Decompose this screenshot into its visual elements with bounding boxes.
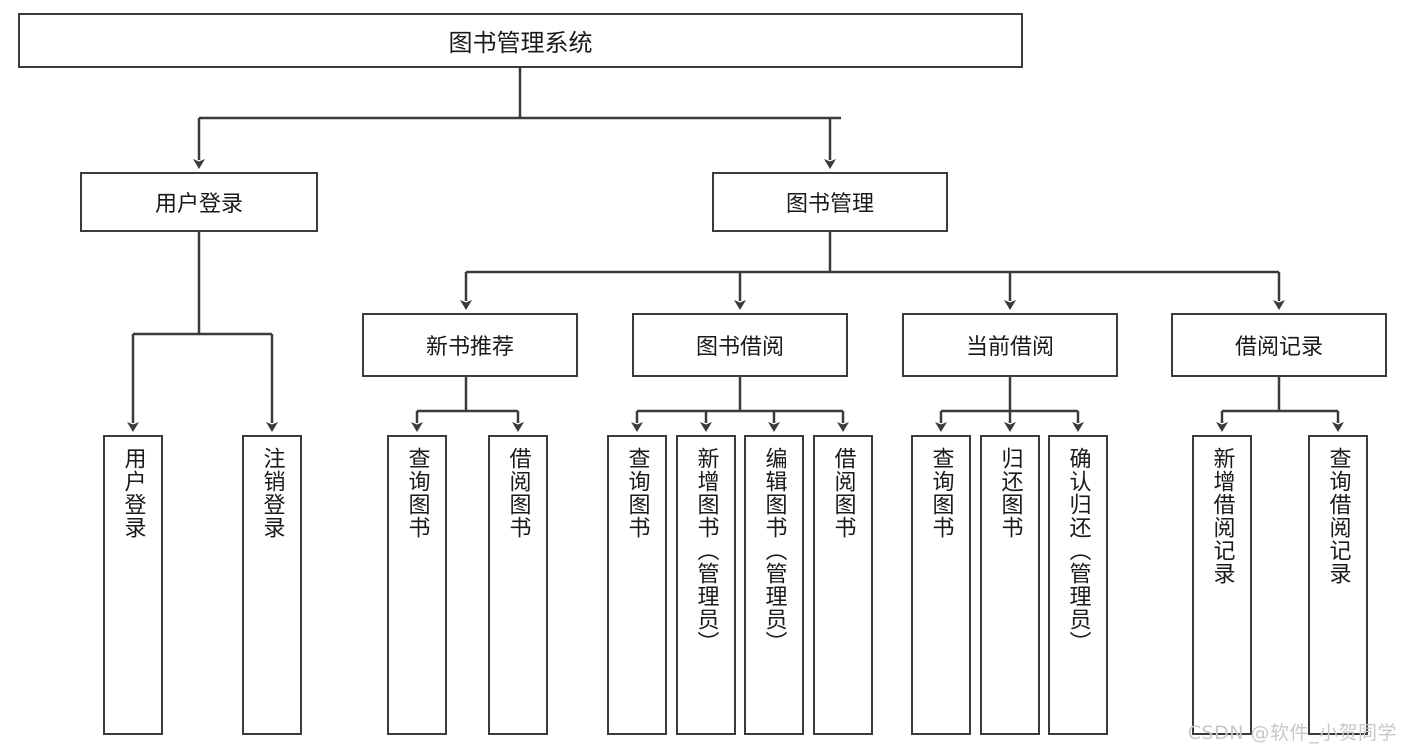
leaf-borrow-books[interactable]: 借阅图书: [813, 435, 873, 735]
leaf-logout[interactable]: 注销登录: [242, 435, 302, 735]
leaf-user-login-label: 用户登录: [120, 447, 146, 539]
leaf-query-books-borrow-label: 查询图书: [624, 447, 650, 539]
leaf-borrow-books-label: 借阅图书: [830, 447, 856, 539]
leaf-query-books-current-label: 查询图书: [928, 447, 954, 539]
node-book-management-label: 图书管理: [785, 192, 874, 217]
leaf-add-book-admin[interactable]: 新增图书（管理员）: [676, 435, 736, 735]
leaf-logout-label: 注销登录: [259, 447, 285, 539]
node-borrow-records-label: 借阅记录: [1234, 335, 1323, 360]
leaf-borrow-books-new-label: 借阅图书: [505, 447, 531, 539]
leaf-return-books[interactable]: 归还图书: [980, 435, 1040, 735]
leaf-confirm-return-admin[interactable]: 确认归还（管理员）: [1048, 435, 1108, 735]
node-user-login-label: 用户登录: [154, 192, 243, 217]
leaf-query-books-borrow[interactable]: 查询图书: [607, 435, 667, 735]
node-new-book-recommend-label: 新书推荐: [425, 335, 514, 360]
leaf-query-borrow-record[interactable]: 查询借阅记录: [1308, 435, 1368, 735]
leaf-add-book-admin-label: 新增图书（管理员）: [693, 447, 719, 654]
leaf-edit-book-admin[interactable]: 编辑图书（管理员）: [744, 435, 804, 735]
node-new-book-recommend[interactable]: 新书推荐: [362, 313, 578, 377]
node-current-borrow-label: 当前借阅: [965, 335, 1054, 360]
node-user-login[interactable]: 用户登录: [80, 172, 318, 232]
leaf-add-borrow-record[interactable]: 新增借阅记录: [1192, 435, 1252, 735]
node-root[interactable]: 图书管理系统: [18, 13, 1023, 68]
leaf-return-books-label: 归还图书: [997, 447, 1023, 539]
leaf-query-books-new-label: 查询图书: [404, 447, 430, 539]
node-current-borrow[interactable]: 当前借阅: [902, 313, 1118, 377]
node-book-management[interactable]: 图书管理: [712, 172, 948, 232]
leaf-add-borrow-record-label: 新增借阅记录: [1209, 447, 1235, 585]
leaf-edit-book-admin-label: 编辑图书（管理员）: [761, 447, 787, 654]
leaf-query-borrow-record-label: 查询借阅记录: [1325, 447, 1351, 585]
leaf-query-books-new[interactable]: 查询图书: [387, 435, 447, 735]
node-book-borrow[interactable]: 图书借阅: [632, 313, 848, 377]
leaf-user-login[interactable]: 用户登录: [103, 435, 163, 735]
leaf-confirm-return-admin-label: 确认归还（管理员）: [1065, 447, 1091, 654]
leaf-borrow-books-new[interactable]: 借阅图书: [488, 435, 548, 735]
node-borrow-records[interactable]: 借阅记录: [1171, 313, 1387, 377]
node-book-borrow-label: 图书借阅: [695, 335, 784, 360]
leaf-query-books-current[interactable]: 查询图书: [911, 435, 971, 735]
node-root-label: 图书管理系统: [448, 29, 593, 57]
csdn-watermark: CSDN @软件_小贺同学: [1187, 722, 1397, 744]
